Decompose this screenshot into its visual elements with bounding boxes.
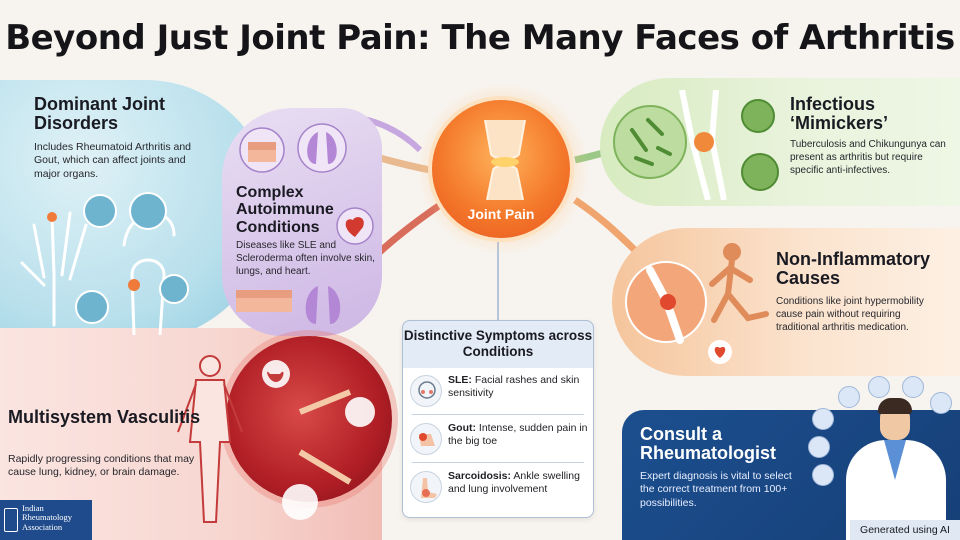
symptom-desc: Intense, sudden pain in the big toe	[448, 422, 588, 448]
symptom-divider	[412, 414, 584, 415]
skin-lungs-illustration	[239, 123, 347, 173]
ira-logo: Indian Rheumatology Association	[0, 500, 92, 540]
foot-toe-icon	[410, 423, 442, 455]
skin-lungs-illustration-2	[236, 286, 341, 324]
dominant-title: Dominant Joint Disorders	[34, 94, 165, 134]
symptom-row-sarcoidosis: Sarcoidosis: Ankle swelling and lung inv…	[408, 466, 588, 512]
symptom-row-sle: SLE: Facial rashes and skin sensitivity	[408, 370, 588, 416]
symptom-name: SLE:	[448, 374, 472, 386]
ira-emblem-icon	[4, 508, 18, 532]
symptom-name: Gout:	[448, 422, 476, 434]
autoimmune-title: Complex Autoimmune Conditions	[236, 184, 334, 236]
heart-icon	[902, 376, 924, 398]
noninflammatory-text: Conditions like joint hypermobility caus…	[776, 296, 924, 333]
symptom-row-gout: Gout: Intense, sudden pain in the big to…	[408, 418, 588, 464]
autoimmune-text: Diseases like SLE and Scleroderma often …	[236, 240, 375, 277]
symptoms-title: Distinctive Symptoms across Conditions	[402, 320, 594, 368]
heart-icon	[336, 207, 374, 245]
bone-icon	[812, 464, 834, 486]
face-icon	[410, 375, 442, 407]
vasculitis-title: Multisystem Vasculitis	[8, 407, 201, 427]
noninflammatory-title: Non-Inflammatory Causes	[776, 249, 931, 289]
bacteria-virus-illustration	[613, 90, 779, 200]
symptom-divider	[412, 462, 584, 463]
lungs-icon	[812, 408, 834, 430]
symptom-name: Sarcoidosis:	[448, 470, 512, 482]
ankle-icon	[410, 471, 442, 503]
dominant-text: Includes Rheumatoid Arthritis and Gout, …	[34, 141, 192, 180]
center-label: Joint Pain	[467, 206, 535, 222]
hand-knee-illustration	[20, 192, 189, 335]
consult-title: Consult a Rheumatologist	[640, 424, 777, 464]
kidney-icon	[838, 386, 860, 408]
joint-pain-circle	[428, 96, 574, 242]
symptom-desc: Facial rashes and skin sensitivity	[448, 374, 580, 400]
page-title: Beyond Just Joint Pain: The Many Faces o…	[5, 18, 955, 58]
brain-icon	[868, 376, 890, 398]
vasculitis-text: Rapidly progressing conditions that may …	[8, 453, 195, 479]
infectious-title: Infectious ‘Mimickers’	[790, 94, 889, 134]
ira-logo-text: Indian Rheumatology Association	[22, 503, 73, 532]
generated-note: Generated using AI	[850, 520, 960, 540]
doctor-hair	[878, 398, 912, 414]
infectious-text: Tuberculosis and Chikungunya can present…	[790, 139, 946, 176]
body-organs-illustration	[177, 355, 375, 523]
knee-walker-illustration	[625, 243, 769, 364]
joint-bone-icon	[484, 120, 526, 200]
hand-icon	[808, 436, 830, 458]
consult-text: Expert diagnosis is vital to select the …	[640, 470, 792, 509]
joint-icon	[930, 392, 952, 414]
symptom-desc: Ankle swelling and lung involvement	[448, 470, 580, 496]
